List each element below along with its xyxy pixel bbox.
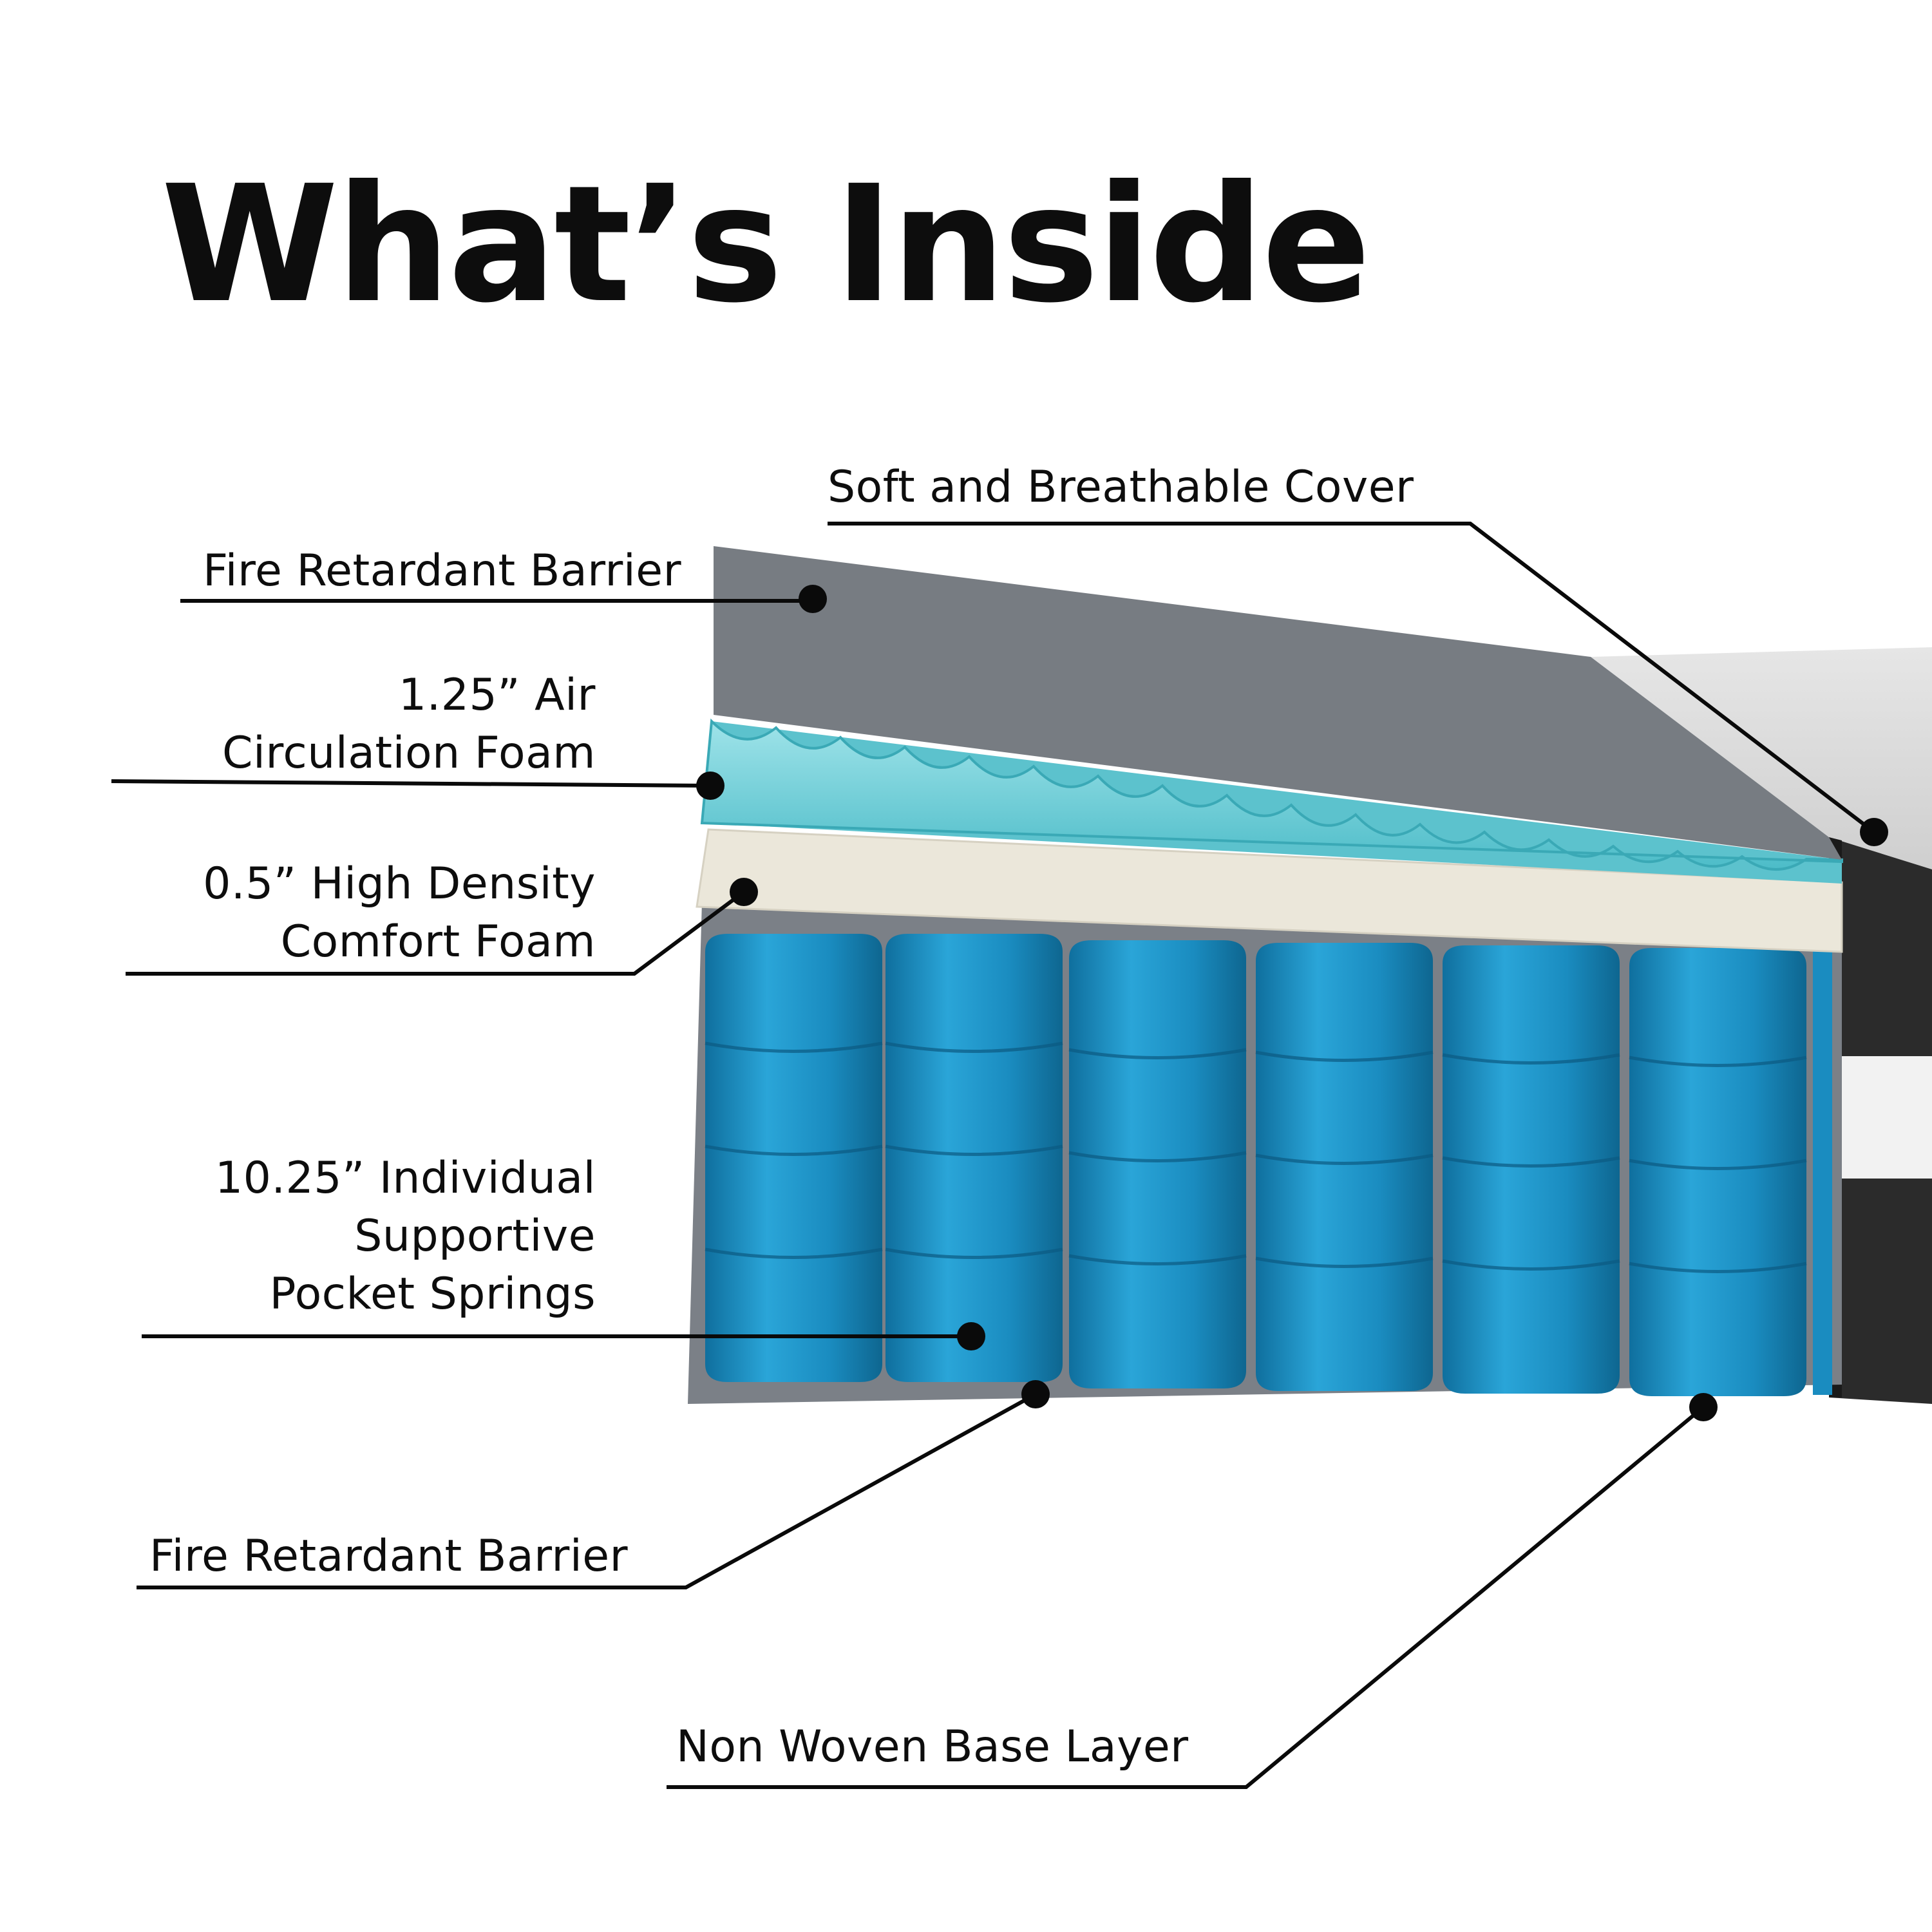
callout-dots <box>696 585 1888 1421</box>
callout-dot-fire-bottom <box>1021 1380 1050 1408</box>
leader-line-cover <box>828 522 1875 834</box>
comfort-foam-layer <box>696 828 1843 953</box>
spring-coil-5 <box>1442 945 1620 1394</box>
label-comfort-line2: Comfort Foam <box>280 916 596 967</box>
leader-lines <box>111 522 1875 1789</box>
callout-dot-base <box>1689 1393 1718 1421</box>
leader-line-comfort-foam <box>126 890 745 976</box>
mattress-cover-block <box>1591 647 1932 1404</box>
fire-retardant-barrier-sheet <box>714 546 1842 860</box>
label-springs-line2: Supportive <box>354 1211 596 1262</box>
label-air-foam-line1: 1.25” Air <box>398 670 596 721</box>
label-fire-retardant-barrier-top: Fire Retardant Barrier <box>203 545 682 596</box>
callout-dot-springs <box>957 1322 985 1350</box>
leader-line-base <box>667 1405 1705 1789</box>
spring-coil-3 <box>1068 940 1247 1388</box>
label-soft-breathable-cover: Soft and Breathable Cover <box>828 462 1414 513</box>
callout-dot-air-foam <box>696 772 724 800</box>
callout-dot-fire-top <box>799 585 827 613</box>
air-circulation-foam-layer <box>700 718 1843 884</box>
leader-line-air-foam <box>111 779 711 788</box>
label-non-woven-base-layer: Non Woven Base Layer <box>676 1721 1189 1772</box>
spring-coil-2 <box>885 934 1063 1382</box>
label-comfort-line1: 0.5” High Density <box>203 858 596 909</box>
spring-coil-4 <box>1255 943 1434 1391</box>
pocket-springs-row <box>705 934 1832 1396</box>
label-pocket-springs: 10.25” Individual Supportive Pocket Spri… <box>215 1150 596 1323</box>
spring-coil-6 <box>1629 948 1807 1396</box>
page-title: What’s Inside <box>161 151 1371 338</box>
label-air-foam-line2: Circulation Foam <box>222 728 596 779</box>
label-fire-retardant-barrier-bottom: Fire Retardant Barrier <box>149 1531 629 1582</box>
callout-dot-cover <box>1860 818 1888 846</box>
label-springs-line3: Pocket Springs <box>269 1269 596 1320</box>
label-high-density-comfort-foam: 0.5” High Density Comfort Foam <box>203 855 596 971</box>
spring-coil-1 <box>705 934 883 1382</box>
label-springs-line1: 10.25” Individual <box>214 1153 596 1204</box>
label-air-circulation-foam: 1.25” Air Circulation Foam <box>222 667 596 782</box>
leader-line-fire-bottom <box>137 1392 1037 1589</box>
callout-dot-comfort-foam <box>730 878 758 906</box>
spring-coil-7-partial <box>1813 951 1832 1395</box>
